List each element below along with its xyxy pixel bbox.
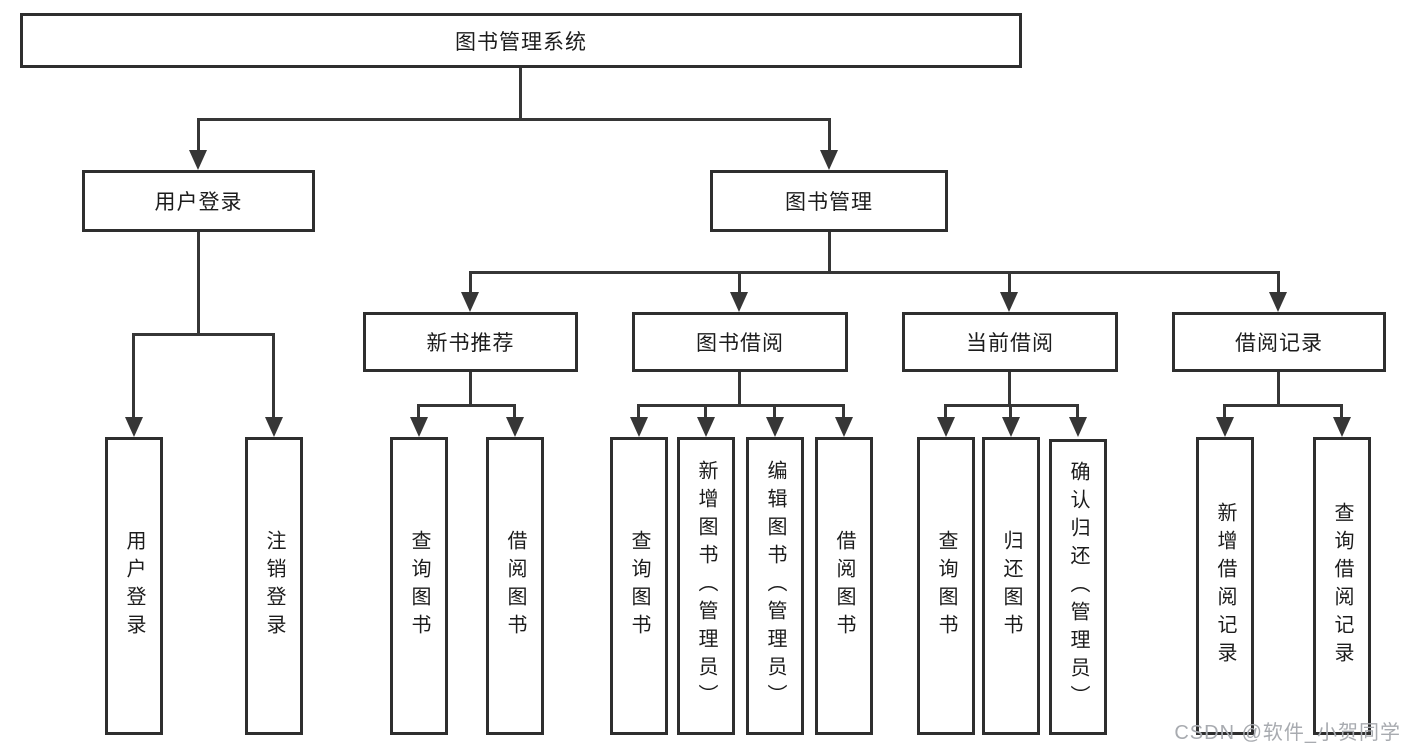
leaf-label: 查询图书 bbox=[408, 530, 430, 642]
node-current-borrow: 当前借阅 bbox=[902, 312, 1118, 372]
leaf-add-book-admin: 新增图书（管理员） bbox=[677, 437, 735, 735]
leaf-label: 查询图书 bbox=[628, 530, 650, 642]
arrow-down-icon bbox=[835, 417, 853, 437]
leaf-label: 借阅图书 bbox=[504, 530, 526, 642]
connector-line bbox=[828, 232, 831, 273]
connector-line bbox=[1277, 271, 1280, 296]
connector-line bbox=[1277, 372, 1280, 406]
node-borrow-record: 借阅记录 bbox=[1172, 312, 1386, 372]
connector-line bbox=[637, 404, 845, 407]
node-root-label: 图书管理系统 bbox=[455, 30, 587, 54]
leaf-query-book-recommend: 查询图书 bbox=[390, 437, 448, 735]
connector-line bbox=[704, 404, 707, 421]
arrow-down-icon bbox=[1216, 417, 1234, 437]
arrow-down-icon bbox=[410, 417, 428, 437]
arrow-down-icon bbox=[730, 292, 748, 312]
arrow-down-icon bbox=[265, 417, 283, 437]
arrow-down-icon bbox=[697, 417, 715, 437]
connector-line bbox=[417, 404, 420, 421]
leaf-confirm-return-admin: 确认归还（管理员） bbox=[1049, 439, 1107, 735]
connector-line bbox=[513, 404, 516, 421]
connector-line bbox=[519, 66, 522, 120]
leaf-borrow-book-recommend: 借阅图书 bbox=[486, 437, 544, 735]
arrow-down-icon bbox=[1333, 417, 1351, 437]
connector-line bbox=[1008, 271, 1011, 296]
connector-line bbox=[1340, 404, 1343, 421]
connector-line bbox=[469, 271, 472, 296]
arrow-down-icon bbox=[1000, 292, 1018, 312]
arrow-down-icon bbox=[766, 417, 784, 437]
node-book-borrow-label: 图书借阅 bbox=[696, 332, 784, 355]
arrow-down-icon bbox=[820, 150, 838, 170]
arrow-down-icon bbox=[1002, 417, 1020, 437]
leaf-label: 用户登录 bbox=[123, 530, 145, 642]
node-new-book-recommend-label: 新书推荐 bbox=[426, 332, 515, 355]
leaf-label: 注销登录 bbox=[263, 530, 285, 642]
connector-line bbox=[1076, 404, 1079, 421]
leaf-borrow-book: 借阅图书 bbox=[815, 437, 873, 735]
leaf-label: 查询图书 bbox=[935, 530, 957, 642]
node-user-login-label: 用户登录 bbox=[154, 191, 243, 214]
leaf-query-borrow-record: 查询借阅记录 bbox=[1313, 437, 1371, 735]
connector-line bbox=[417, 404, 516, 407]
connector-line bbox=[197, 118, 200, 154]
connector-line bbox=[944, 404, 947, 421]
leaf-label: 确认归还（管理员） bbox=[1067, 461, 1089, 713]
connector-line bbox=[1223, 404, 1343, 407]
arrow-down-icon bbox=[125, 417, 143, 437]
node-book-borrow: 图书借阅 bbox=[632, 312, 848, 372]
leaf-label: 新增图书（管理员） bbox=[695, 460, 717, 712]
connector-line bbox=[1008, 372, 1011, 406]
leaf-query-book-borrow: 查询图书 bbox=[610, 437, 668, 735]
leaf-edit-book-admin: 编辑图书（管理员） bbox=[746, 437, 804, 735]
leaf-label: 借阅图书 bbox=[833, 530, 855, 642]
connector-line bbox=[828, 118, 831, 154]
leaf-label: 归还图书 bbox=[1000, 530, 1022, 642]
node-book-mgmt: 图书管理 bbox=[710, 170, 948, 232]
node-borrow-record-label: 借阅记录 bbox=[1235, 332, 1323, 355]
node-user-login: 用户登录 bbox=[82, 170, 315, 232]
connector-line bbox=[1223, 404, 1226, 421]
connector-line bbox=[469, 372, 472, 406]
connector-line bbox=[842, 404, 845, 421]
arrow-down-icon bbox=[461, 292, 479, 312]
arrow-down-icon bbox=[937, 417, 955, 437]
connector-line bbox=[272, 333, 275, 421]
connector-line bbox=[637, 404, 640, 421]
arrow-down-icon bbox=[506, 417, 524, 437]
connector-line bbox=[738, 372, 741, 406]
connector-line bbox=[132, 333, 275, 336]
connector-line bbox=[738, 271, 741, 296]
leaf-logout: 注销登录 bbox=[245, 437, 303, 735]
connector-line bbox=[132, 333, 135, 421]
node-book-mgmt-label: 图书管理 bbox=[785, 191, 873, 214]
arrow-down-icon bbox=[1069, 417, 1087, 437]
node-root: 图书管理系统 bbox=[20, 13, 1022, 68]
arrow-down-icon bbox=[630, 417, 648, 437]
connector-line bbox=[197, 232, 200, 335]
leaf-query-book-current: 查询图书 bbox=[917, 437, 975, 735]
watermark-text: CSDN @软件_小贺同学 bbox=[1174, 722, 1401, 744]
node-current-borrow-label: 当前借阅 bbox=[966, 332, 1054, 355]
connector-line bbox=[1009, 404, 1012, 421]
leaf-user-login: 用户登录 bbox=[105, 437, 163, 735]
leaf-label: 编辑图书（管理员） bbox=[764, 460, 786, 712]
arrow-down-icon bbox=[189, 150, 207, 170]
connector-line bbox=[469, 271, 1280, 274]
leaf-label: 新增借阅记录 bbox=[1214, 502, 1236, 670]
leaf-label: 查询借阅记录 bbox=[1331, 502, 1353, 670]
arrow-down-icon bbox=[1269, 292, 1287, 312]
leaf-return-book: 归还图书 bbox=[982, 437, 1040, 735]
node-new-book-recommend: 新书推荐 bbox=[363, 312, 578, 372]
connector-line bbox=[197, 118, 831, 121]
connector-line bbox=[773, 404, 776, 421]
leaf-add-borrow-record: 新增借阅记录 bbox=[1196, 437, 1254, 735]
